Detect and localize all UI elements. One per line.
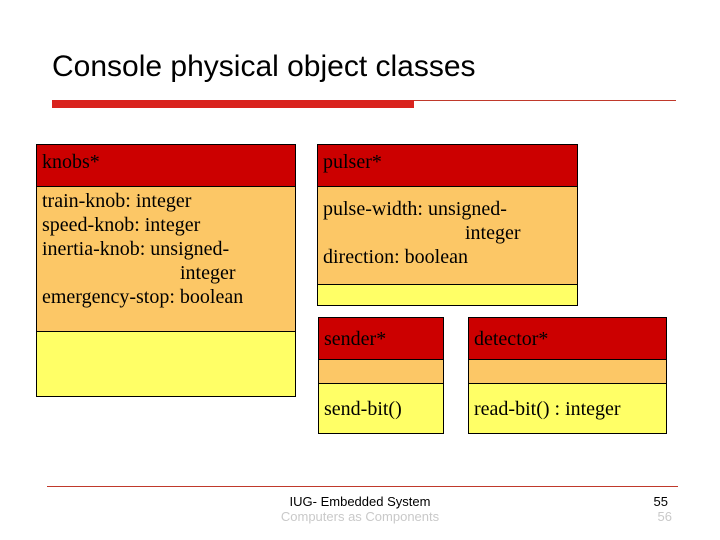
class-pulser: pulser* pulse-width: unsigned- integer d… [317, 144, 578, 306]
class-knobs-attributes: train-knob: integer speed-knob: integer … [37, 187, 295, 332]
footer-title: IUG- Embedded System [289, 494, 431, 509]
title-rule [414, 100, 676, 101]
footer-rule [47, 486, 678, 487]
class-sender-attributes [319, 360, 443, 384]
knobs-attr-train: train-knob: integer [42, 190, 192, 212]
pulser-attr-width: pulse-width: unsigned- [323, 198, 507, 220]
knobs-attr-inertia: inertia-knob: unsigned- [42, 238, 230, 260]
class-pulser-operations [318, 285, 577, 305]
class-detector-name: detector* [469, 318, 666, 360]
class-knobs-operations [37, 332, 295, 396]
class-detector-operations: read-bit() : integer [469, 384, 666, 433]
class-sender-name: sender* [319, 318, 443, 360]
class-knobs: knobs* train-knob: integer speed-knob: i… [36, 144, 296, 397]
knobs-attr-speed: speed-knob: integer [42, 214, 201, 236]
class-knobs-name: knobs* [37, 145, 295, 187]
page-number: 55 [653, 494, 668, 509]
knobs-attr-emergency: emergency-stop: boolean [42, 286, 244, 308]
footer-subtitle: Computers as Components [280, 509, 440, 524]
knobs-attr-inertia-cont: integer [180, 262, 236, 284]
pulser-attr-direction: direction: boolean [323, 246, 468, 268]
slide-title: Console physical object classes [52, 50, 476, 83]
class-detector: detector* read-bit() : integer [468, 317, 667, 434]
page-number-shadow: 56 [657, 509, 672, 524]
title-accent-bar [52, 100, 414, 108]
class-detector-attributes [469, 360, 666, 384]
class-sender: sender* send-bit() [318, 317, 444, 434]
class-pulser-name: pulser* [318, 145, 577, 187]
class-sender-operations: send-bit() [319, 384, 443, 433]
pulser-attr-width-cont: integer [465, 222, 521, 244]
class-pulser-attributes: pulse-width: unsigned- integer direction… [318, 187, 577, 285]
